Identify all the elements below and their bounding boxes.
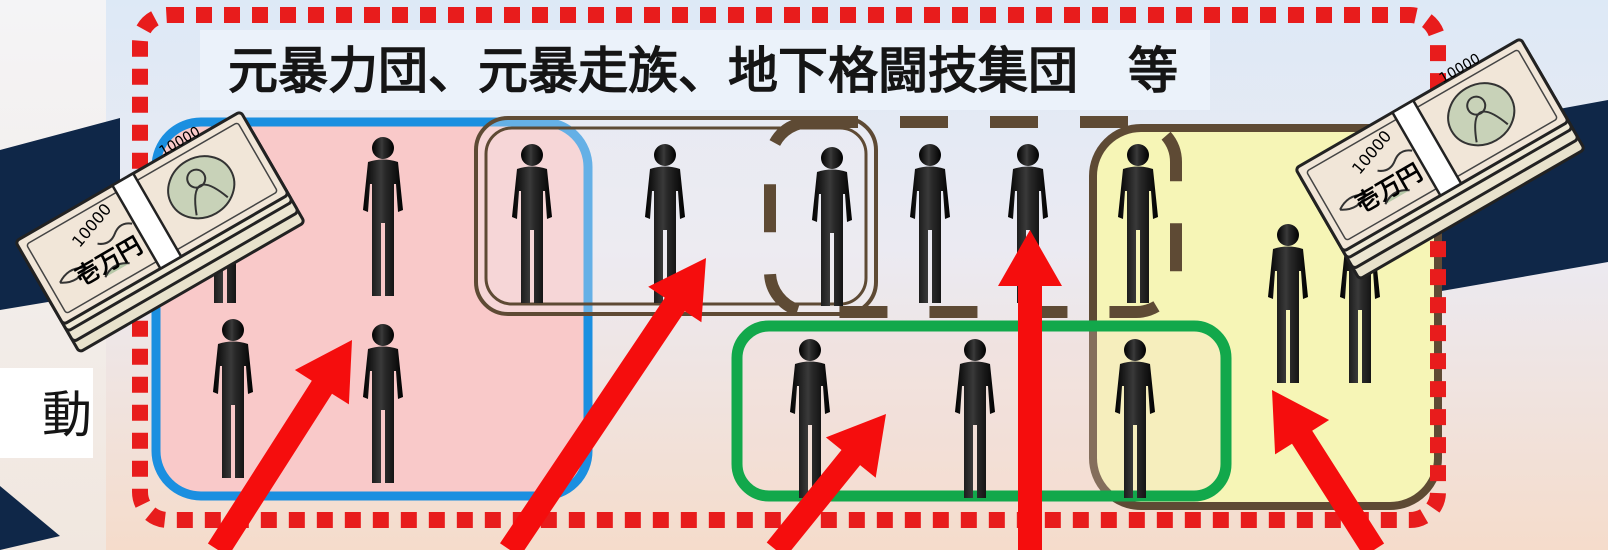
heading-box <box>200 30 1210 110</box>
red-arrow-shape <box>500 258 706 550</box>
group-dashed-brown-shape <box>764 116 1182 318</box>
red-arrow-icon <box>766 414 886 550</box>
red-arrow-icon <box>998 230 1062 550</box>
navy-triangle-bottom-left <box>0 486 60 550</box>
heading-text: 元暴力団、元暴走族、地下格闘技集団 等 <box>228 42 1178 100</box>
red-arrow-shape <box>998 230 1062 550</box>
banknote-stack-left: 10000 壱万円 10000 <box>13 109 307 354</box>
red-arrow-shape <box>207 340 352 550</box>
red-arrow-icon <box>500 258 706 550</box>
red-arrow-icon <box>1272 390 1385 550</box>
side-label-box <box>0 368 93 458</box>
red-arrow-shape <box>1272 390 1385 550</box>
arrows-layer <box>207 230 1385 550</box>
person-icon <box>910 144 950 303</box>
group-dashed-brown <box>764 116 1182 318</box>
banknote-stack-right: 10000 壱万円 10000 <box>1293 36 1587 281</box>
side-label-text: 動 <box>42 386 92 444</box>
red-arrow-icon <box>207 340 352 550</box>
red-arrow-shape <box>766 414 886 550</box>
